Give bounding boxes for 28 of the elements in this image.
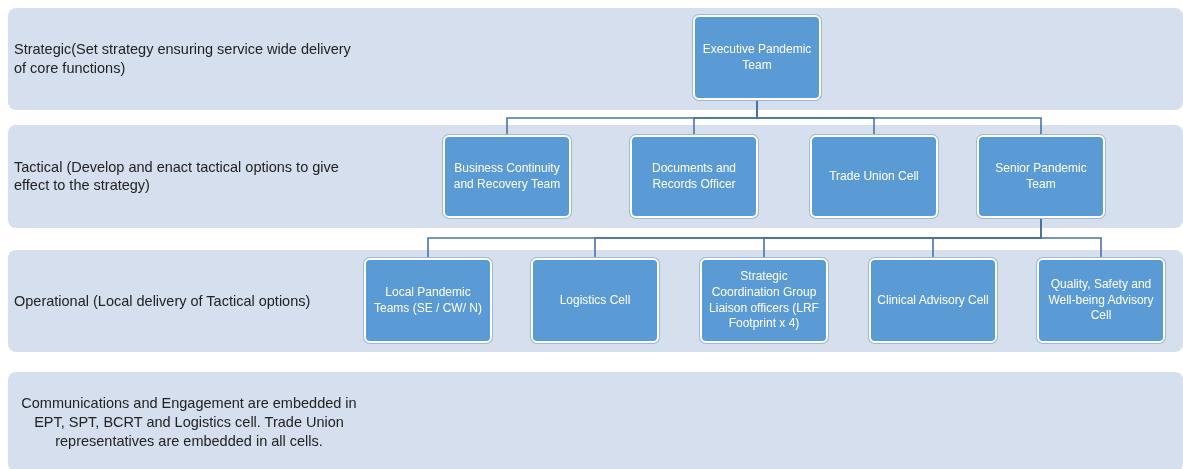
team-box	[443, 135, 571, 218]
tier-label: Strategic(Set strategy ensuring service wide delivery of core functions)	[14, 40, 352, 78]
team-box	[693, 15, 821, 100]
team-box	[700, 258, 828, 343]
team-box	[869, 258, 997, 343]
team-name: Strategic Coordination Group Liaison officers (LRF Footprint x 4)	[708, 269, 820, 332]
team-name: Quality, Safety and Well-being Advisory Cell	[1047, 277, 1155, 324]
team-name: Clinical Advisory Cell	[876, 292, 990, 309]
team-name: Documents and Records Officer	[650, 160, 737, 193]
tier-band	[8, 125, 1183, 228]
tier-label: Operational (Local delivery of Tactical options)	[14, 291, 312, 311]
team-name: Trade Union Cell	[828, 168, 920, 185]
team-box	[810, 135, 938, 218]
team-name: Senior Pandemic Team	[994, 160, 1088, 193]
tier-band	[8, 372, 1183, 469]
team-box	[630, 135, 758, 218]
note-text: Communications and Engagement are embedded in EPT, SPT, BCRT and Logistics cell. Trade Union representatives are embedded in all cells.	[20, 393, 358, 451]
team-name: Business Continuity and Recovery Team	[452, 160, 562, 193]
team-name: Logistics Cell	[558, 292, 632, 309]
tier-band	[8, 250, 1183, 352]
tier-label: Tactical (Develop and enact tactical options to give effect to the strategy)	[14, 157, 340, 196]
team-box	[977, 135, 1105, 218]
team-box	[1037, 258, 1165, 343]
team-box	[364, 258, 492, 343]
team-box	[531, 258, 659, 343]
team-name: Executive Pandemic Team	[701, 41, 813, 74]
team-name: Local Pandemic Teams (SE / CW/ N)	[373, 284, 483, 317]
tier-band	[8, 8, 1183, 110]
